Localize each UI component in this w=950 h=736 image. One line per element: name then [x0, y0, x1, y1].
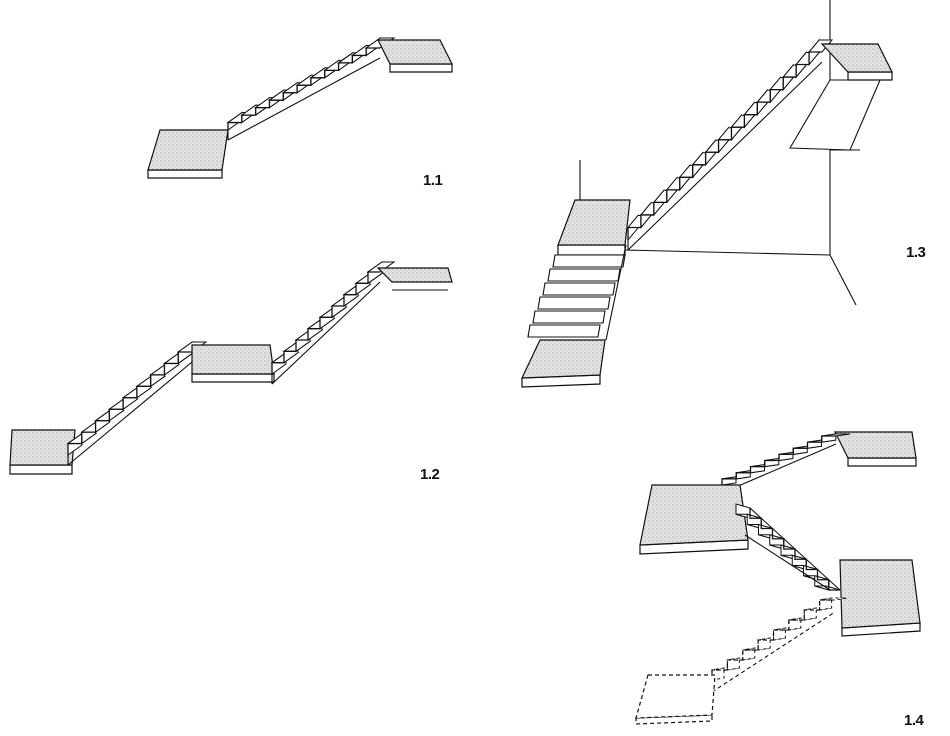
landing	[820, 43, 893, 73]
landing	[376, 267, 453, 283]
stringer-underside	[627, 61, 823, 251]
figure-label-1-2: 1.2	[420, 466, 440, 483]
figure-1-2-two-flights-landing	[9, 261, 453, 475]
figure-1-4-half-turn-stair	[635, 431, 921, 725]
landing	[9, 429, 76, 466]
landing-edge	[191, 373, 275, 383]
landing-edge	[557, 244, 626, 256]
stringer-underside	[271, 281, 381, 385]
stair-profile	[67, 351, 192, 455]
stringer-underside	[749, 507, 841, 591]
landing	[521, 339, 606, 379]
landing-edge	[847, 71, 893, 81]
landing-edge	[9, 464, 73, 475]
stair-profile	[271, 271, 380, 374]
figure-1-3-quarter-turn-stair	[521, 0, 893, 388]
stair-profile	[721, 435, 836, 485]
landing-edge	[147, 169, 223, 179]
figure-1-1-straight-flight	[147, 37, 453, 179]
stringer-underside	[227, 57, 381, 141]
figure-label-1-1: 1.1	[423, 172, 443, 189]
figure-label-1-4: 1.4	[904, 712, 924, 729]
landing	[147, 129, 229, 171]
landing	[377, 39, 453, 65]
step-tread	[547, 268, 621, 282]
step-tread	[527, 324, 601, 338]
landing	[639, 484, 749, 546]
stringer-underside	[744, 534, 831, 591]
step-riser	[757, 637, 771, 651]
stair-profile	[711, 599, 835, 680]
stringer-underside	[711, 611, 836, 693]
stringer-underside	[721, 443, 837, 494]
step-tread	[532, 310, 606, 324]
landing	[635, 674, 716, 719]
floor-line	[829, 254, 857, 306]
step-tread	[552, 254, 626, 268]
landing-edge	[389, 63, 453, 73]
floor-line	[624, 249, 831, 256]
stair-profile	[627, 51, 822, 240]
figure-label-1-3: 1.3	[906, 244, 926, 261]
step-riser	[711, 667, 725, 681]
step-riser	[726, 657, 740, 671]
stringer-underside	[67, 361, 193, 466]
landing	[839, 559, 921, 629]
stringer	[605, 244, 627, 341]
landing	[557, 199, 631, 246]
step-tread	[819, 597, 848, 601]
landing	[191, 344, 275, 375]
landing	[834, 431, 917, 459]
landing-edge	[847, 457, 917, 467]
step-tread	[542, 282, 616, 296]
stair-profile	[227, 47, 380, 130]
step-riser	[803, 607, 817, 621]
support-wall	[789, 79, 881, 151]
step-tread	[537, 296, 611, 310]
